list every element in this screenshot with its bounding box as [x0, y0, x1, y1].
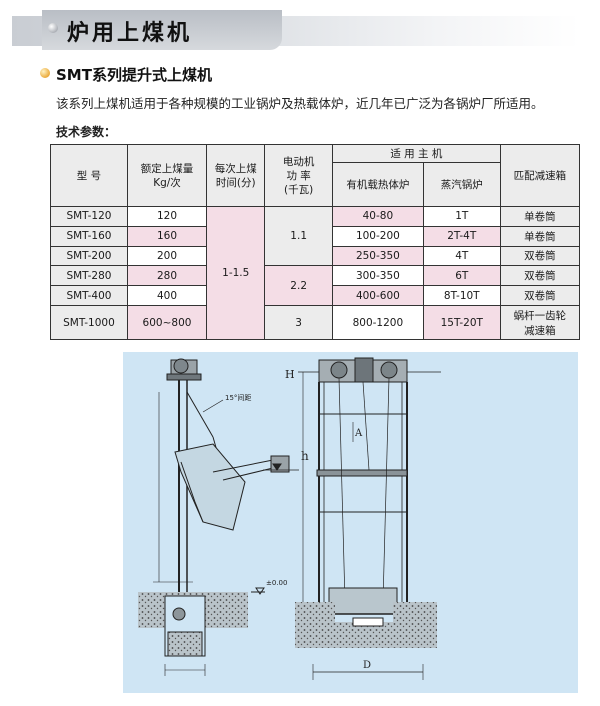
section-title: SMT系列提升式上煤机 [56, 66, 212, 84]
section-description: 该系列上煤机适用于各种规模的工业锅炉及热载体炉，近几年已广泛为各锅炉厂所适用。 [56, 96, 544, 111]
table-row: SMT-400 400 400-600 8T-10T 双卷筒 [50, 285, 581, 306]
header-host-thermal: 有机载热体炉 [331, 162, 424, 207]
level-mark: ±0.00 [266, 579, 287, 587]
D-label: D [363, 660, 371, 671]
header-power: 电动机功 率(千瓦) [264, 144, 333, 207]
h-label: h [301, 449, 309, 463]
H-label: H [285, 368, 295, 381]
table-row: SMT-280 280 2.2 300-350 6T 双卷筒 [50, 265, 581, 306]
bullet-dot-icon [48, 23, 58, 33]
header-banner: 炉用上煤机 [12, 10, 580, 50]
installation-drawing: 15°间距 h ±0.00 [123, 352, 578, 693]
header-time: 每次上煤时间(分) [206, 144, 266, 207]
page-title: 炉用上煤机 [67, 21, 193, 46]
power-group2: 2.2 [264, 265, 333, 306]
table-row: SMT-120 120 1-1.5 1.1 40-80 1T 单卷筒 [50, 205, 581, 340]
table-row: SMT-1000 600~800 3 800-1200 15T-20T 蜗杆一齿… [50, 305, 581, 340]
header-host: 适 用 主 机 [331, 144, 501, 163]
header-model: 型 号 [50, 144, 128, 207]
front-view [295, 357, 441, 680]
side-view [138, 358, 299, 676]
power-group3: 3 [264, 305, 333, 340]
banner-tab [42, 10, 282, 50]
header-reducer: 匹配减速箱 [499, 144, 581, 207]
header-host-steam: 蒸汽锅炉 [422, 162, 501, 207]
A-label: A [354, 428, 363, 439]
orange-bullet-icon [40, 68, 50, 78]
specs-label: 技术参数： [56, 125, 117, 139]
time-value: 1-1.5 [206, 206, 266, 340]
drawing-svg: 15°间距 h ±0.00 [138, 357, 441, 680]
angle-label: 15°间距 [225, 394, 251, 402]
power-group1: 1.1 [264, 205, 333, 267]
table-row: SMT-160 160 100-200 2T-4T 单卷筒 [50, 225, 581, 247]
